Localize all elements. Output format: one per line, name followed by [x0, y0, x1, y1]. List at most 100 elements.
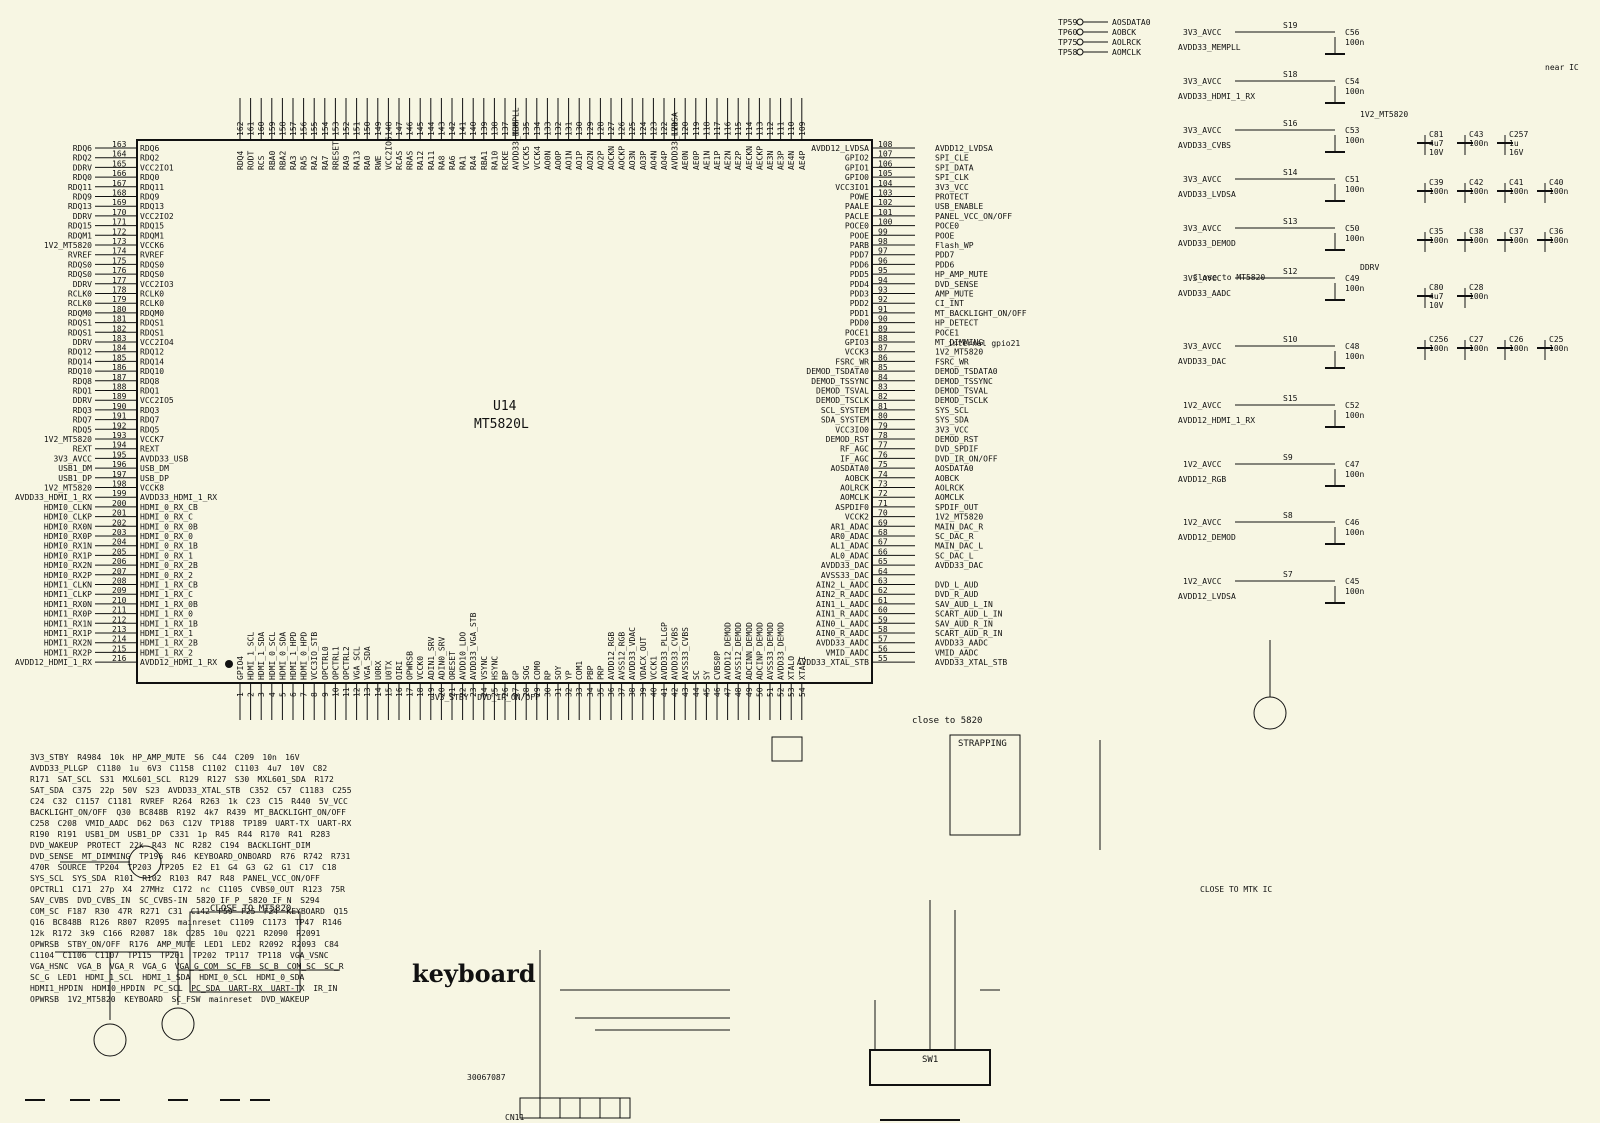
net-label: HDMI1_RX0P [44, 610, 92, 619]
pin-name: RCS [257, 155, 266, 170]
tp-circle [1076, 48, 1084, 56]
component-label: E1 [210, 863, 220, 872]
tp-net: AOMCLK [1112, 48, 1141, 57]
pin-number: 13 [363, 687, 372, 697]
pin-number: 86 [878, 353, 888, 362]
component-label: SC_B [259, 962, 278, 971]
pin-name: AVDD33_USB [140, 454, 188, 463]
pin-name: AOLRCK [840, 484, 869, 493]
component-label: C24 [30, 797, 45, 806]
net-label: HDMI0_RX1N [44, 542, 92, 551]
strap-source: 1V2_AVCC [1183, 518, 1222, 527]
pin-name: AVDD33_HDMI_1_RX [140, 493, 217, 502]
component-label: DVD_SENSE [30, 852, 74, 861]
component-label: SC_FB [227, 962, 251, 971]
pin-name: HDMI_1_RX_2B [140, 639, 198, 648]
pin-name: AVDD33_MEMPLL [512, 107, 521, 170]
component-label: PANEL_VCC_ON/OFF [243, 874, 320, 883]
pin-name: GPIO2 [845, 154, 869, 163]
pin-name: HDMI_1_SCL [247, 632, 256, 680]
strap-switch: S12 [1283, 267, 1298, 276]
strap-switch: S14 [1283, 168, 1298, 177]
component-label: R271 [140, 907, 159, 916]
cap-value: 100n [1469, 236, 1488, 245]
strap-cap-value: 100n [1345, 352, 1364, 361]
component-label: nc [201, 885, 211, 894]
pin-number: 137 [501, 121, 510, 136]
pin-name: AVDD33_VDAC [628, 627, 637, 680]
component-label: R171 [30, 775, 49, 784]
cap-ref: C80 [1429, 283, 1444, 292]
component-label: LED2 [232, 940, 251, 949]
pin-number: 39 [639, 687, 648, 697]
pin-number: 216 [112, 654, 127, 663]
pin-name: AOCKN [607, 146, 616, 170]
component-label: VGA_G [142, 962, 166, 971]
pin-name: AVDD10_LDO [459, 632, 468, 680]
net-label: HDMI0_CLKP [44, 513, 92, 522]
pin-name: AO0N [543, 151, 552, 170]
component-label: SAT_SDA [30, 786, 64, 795]
pin-number: 26 [501, 687, 510, 697]
net-label: RDQ15 [68, 222, 92, 231]
cap-ref: C28 [1469, 283, 1484, 292]
net-label: RDQM0 [68, 309, 92, 318]
strap-cap: C54 [1345, 77, 1360, 86]
net-label: AVDD12_LVDSA [935, 144, 993, 153]
net-label: 1V2_MT5820 [44, 484, 92, 493]
cap-ref: C41 [1509, 178, 1524, 187]
pin-name: AO4N [649, 151, 658, 170]
component-label: PC_SCL [154, 984, 183, 993]
strap-net: AVDD12_HDMI_1_RX [1178, 416, 1255, 425]
cap-value: 100n [1469, 292, 1488, 301]
strap-source: 3V3_AVCC [1183, 77, 1222, 86]
component-label: 5820_IF_P [196, 896, 240, 905]
net-label: CI_INT [935, 299, 964, 308]
pin-number: 127 [607, 121, 616, 136]
component-label: 27p [100, 885, 115, 894]
net-label: DDRV [73, 212, 92, 221]
component-label: C172 [173, 885, 192, 894]
pin-number: 48 [734, 687, 743, 697]
net-label: 3V3_VCC [935, 183, 969, 192]
pin-name: RBA1 [480, 151, 489, 170]
pin-name: RDQ10 [140, 367, 164, 376]
component-label: OPCTRL1 [30, 885, 64, 894]
net-label: SCART_AUD_L_IN [935, 610, 1003, 619]
net-label: RDQ13 [68, 202, 92, 211]
pin-name: VCCK7 [140, 435, 164, 444]
net-label: DVD_R_AUD [935, 590, 979, 599]
component-label: C1103 [235, 764, 259, 773]
net-label: SPI_CLE [935, 154, 969, 163]
pin-number: 10 [331, 687, 340, 697]
pin-number: 2 [247, 692, 256, 697]
component-label: C1158 [170, 764, 194, 773]
cap-ref: C27 [1469, 335, 1484, 344]
pin-number: 114 [745, 121, 754, 136]
pin-number: 195 [112, 450, 127, 459]
pin-name: OPCTRL1 [331, 646, 340, 680]
component-label: Q221 [236, 929, 255, 938]
cap-ref: C36 [1549, 227, 1564, 236]
component-label: 47R [118, 907, 133, 916]
pin-name: AO1P [575, 151, 584, 170]
pin-number: 201 [112, 509, 127, 518]
pin-number: 64 [878, 567, 888, 576]
component-label: KEYBOARD_ONBOARD [194, 852, 271, 861]
component-label: TP205 [160, 863, 184, 872]
pin-number: 131 [565, 121, 574, 136]
component-label: DVD_WAKEUP [261, 995, 309, 1004]
strap-net: AVDD33_CVBS [1178, 141, 1231, 150]
component-label: SOURCE [58, 863, 87, 872]
net-label: RDQ7 [73, 416, 92, 425]
component-label: 1V2_MT5820 [67, 995, 115, 1004]
pin-name: AE4P [798, 151, 807, 170]
pin-name: HDMI_0_RX_0 [140, 532, 193, 541]
component-label: R192 [177, 808, 196, 817]
strap-cap-value: 100n [1345, 234, 1364, 243]
pin-name: ASPDIF0 [835, 503, 869, 512]
net-label: HP_DETECT [935, 319, 979, 328]
strap-source: 1V2_AVCC [1183, 460, 1222, 469]
